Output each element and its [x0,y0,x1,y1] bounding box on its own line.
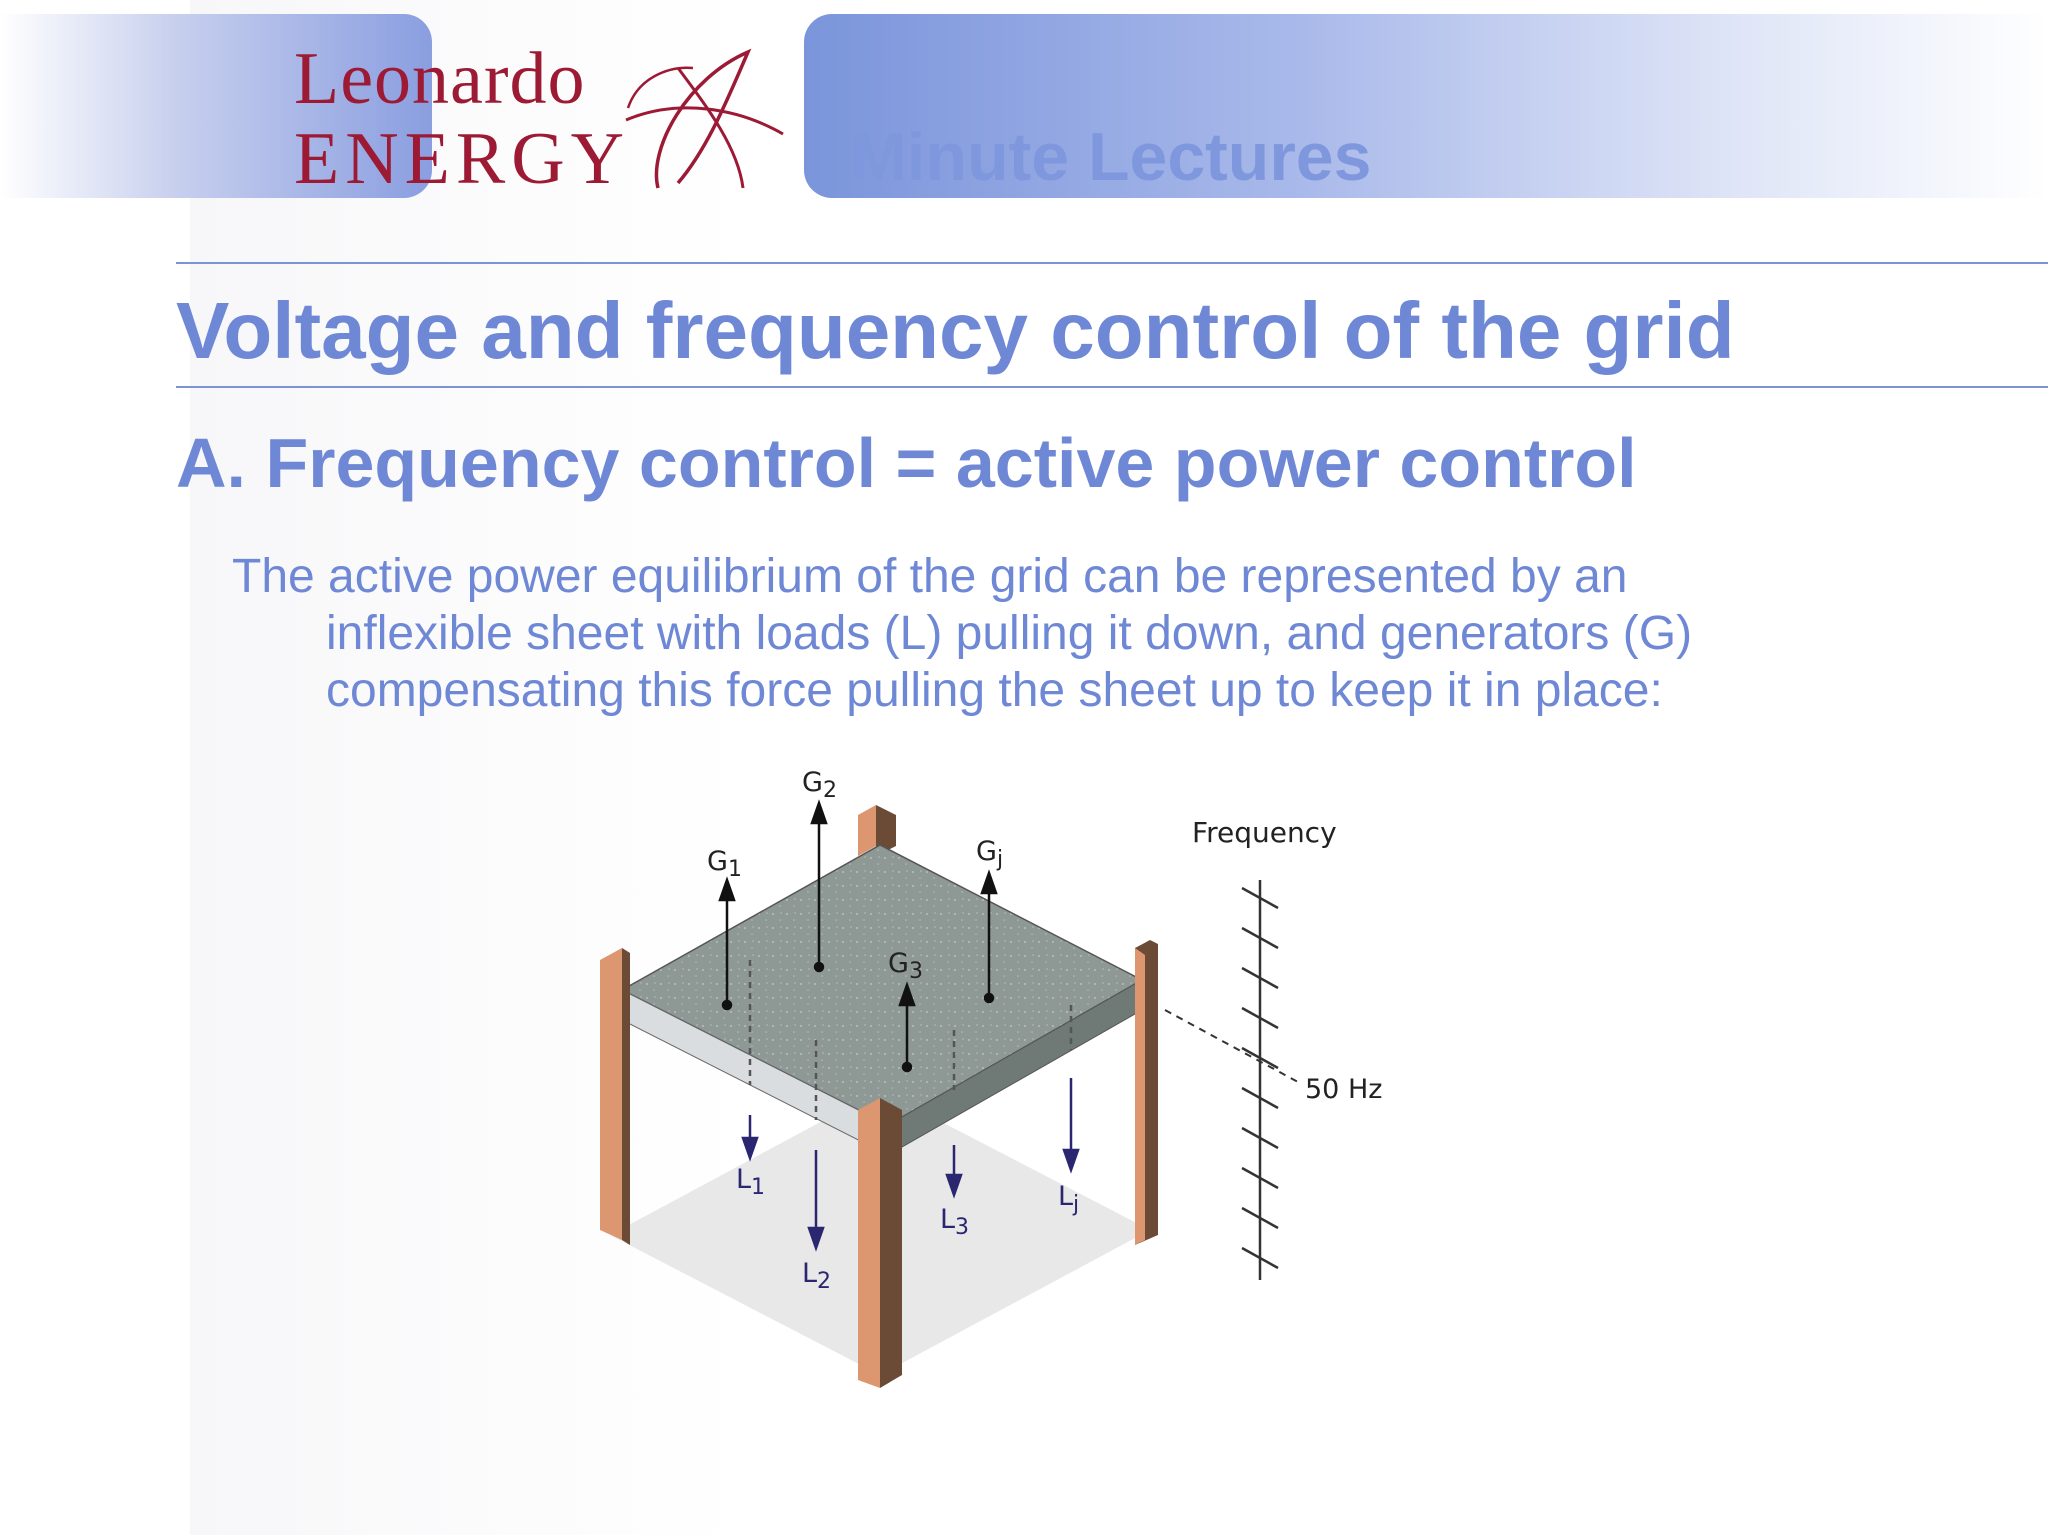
logo-swirl-icon [625,48,784,189]
generator-label: G3 [888,948,923,984]
generator-arrows [718,799,998,1073]
slide-subtitle: A. Frequency control = active power cont… [176,424,1637,502]
slide-background [190,0,2048,1535]
load-label: L1 [736,1164,765,1200]
grid-sheet-top [620,844,1144,1126]
generator-label: G2 [802,767,837,803]
frequency-scale [1241,880,1279,1280]
frequency-value: 50 Hz [1305,1074,1382,1105]
generator-label: Gj [976,836,1003,872]
post-right [1135,940,1158,1245]
load-arrows [741,960,1080,1252]
logo-line-energy: ENERGY [294,118,631,200]
body-line: The active power equilibrium of the grid… [232,550,1628,603]
header-band-right [804,14,2048,198]
body-paragraph: The active power equilibrium of the grid… [232,548,1852,719]
leonardo-energy-logo: Leonardo ENERGY [294,42,630,196]
slide-title: Voltage and frequency control of the gri… [176,286,1735,375]
header-band-left [0,14,432,198]
logo-line-leonardo: Leonardo [294,38,586,120]
load-label: Lj [1058,1181,1079,1217]
generator-label: G1 [707,846,742,882]
post-front [858,1098,902,1388]
body-line: compensating this force pulling the shee… [326,664,1663,717]
frequency-label: Frequency [1192,816,1337,849]
load-label: L2 [802,1258,831,1294]
title-rule-top [176,262,2048,264]
post-back [858,805,896,856]
title-rule-bottom [176,386,2048,388]
body-line: inflexible sheet with loads (L) pulling … [326,607,1693,660]
minute-lectures-label: Minute Lectures [850,119,1372,195]
frequency-pointer [1164,1009,1299,1083]
load-label: L3 [940,1204,969,1240]
post-left [600,948,630,1245]
